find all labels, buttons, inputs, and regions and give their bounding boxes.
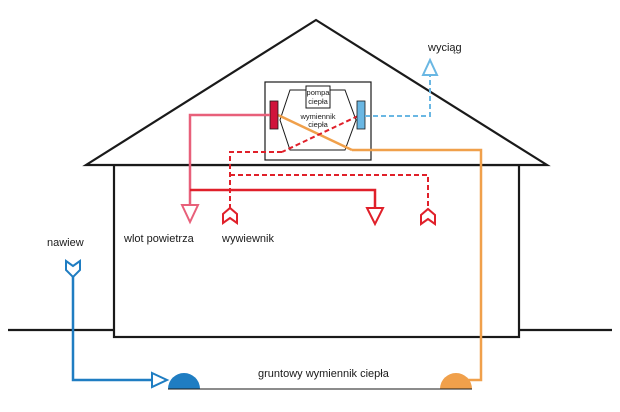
heat-exchanger-label-1: wymiennik	[299, 112, 335, 121]
extractor-grille-right	[420, 207, 436, 226]
heat-pump-condenser	[269, 100, 279, 130]
heat-exchanger	[279, 89, 357, 151]
air-intake-duct	[188, 113, 270, 205]
air-intake-arrow	[180, 204, 200, 225]
supply-intake-grille	[65, 259, 81, 279]
ground-exchanger-outlet	[440, 373, 472, 389]
supply-intake-duct	[71, 277, 152, 382]
supply-intake-arrow	[151, 371, 170, 389]
extract-return-duct	[229, 151, 282, 208]
exhaust-duct	[365, 74, 431, 117]
ground-exchanger-label: gruntowy wymiennik ciepła	[258, 368, 390, 380]
heat-pump-evaporator	[356, 100, 366, 130]
exhaust-label: wyciąg	[427, 42, 462, 54]
extractor-grille-left	[222, 206, 238, 225]
air-intake-label: wlot powietrza	[123, 233, 195, 245]
supply-distribution-duct	[190, 188, 377, 208]
exchanger-flow-red-dashed	[281, 115, 359, 153]
supply-label: nawiew	[47, 237, 84, 249]
heat-pump-label-1: pompa	[307, 88, 331, 97]
house-walls	[112, 163, 521, 339]
ground-exchanger-inlet	[168, 373, 200, 389]
heat-exchanger-label-2: ciepła	[308, 120, 328, 129]
heat-pump-label-2: ciepła	[308, 97, 328, 106]
exhaust-arrow	[421, 57, 439, 76]
exchanger-flow-orange	[277, 113, 353, 152]
extractor-label: wywiewnik	[221, 233, 274, 245]
heat-pump	[305, 85, 331, 109]
extract-branch-duct	[230, 174, 429, 208]
supply-outlet-arrow	[365, 207, 385, 227]
